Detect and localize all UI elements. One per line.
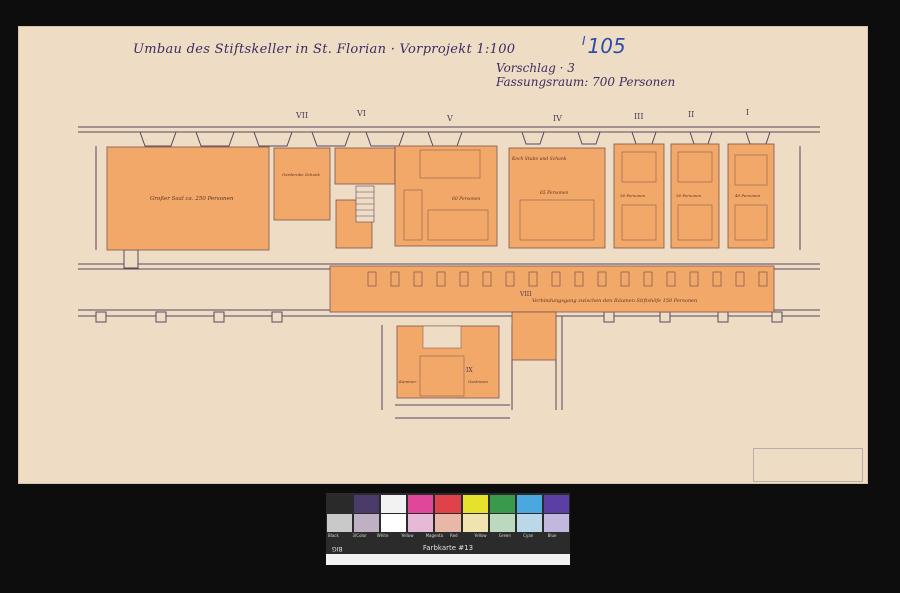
swatch-top-6	[489, 495, 515, 513]
swatch-top-4	[435, 495, 461, 513]
swatch-label-6: Yellow	[474, 533, 487, 538]
drawing-sheet: Umbau des Stiftskeller in St. Florian · …	[18, 26, 868, 484]
room-labels: Großer Saal ca. 250 Personen Garderobe S…	[150, 156, 761, 384]
label-kammer: Kammer	[398, 379, 417, 384]
swatch-label-4: Magenta	[425, 533, 444, 538]
swatch-bottom-5	[462, 514, 488, 532]
room-numerals: VII VI V IV III II I VIII IX	[295, 108, 749, 374]
swatch-bottom-2	[381, 514, 407, 532]
numeral-iv: IV	[553, 114, 562, 123]
swatch-label-0: Black	[328, 533, 339, 538]
label-room-ii: 36 Personen	[676, 193, 702, 198]
chart-title: Farbkarte #13	[422, 544, 474, 552]
swatch-label-1: 3/Color	[352, 533, 367, 538]
numeral-ii: II	[688, 110, 694, 119]
numeral-iii: III	[634, 112, 643, 121]
swatch-bottom-8	[543, 514, 569, 532]
swatch-label-2: White	[376, 533, 389, 538]
numeral-ix: IX	[466, 367, 473, 374]
swatch-label-8: Cyan	[523, 533, 534, 538]
room-ii	[670, 143, 720, 249]
numeral-vi: VI	[356, 109, 366, 118]
swatch-top-0	[327, 495, 353, 513]
inventory-number-prefix: I	[582, 34, 586, 48]
archive-label-box	[753, 448, 863, 482]
piers	[95, 249, 783, 323]
swatch-top-8	[543, 495, 569, 513]
swatch-bottom-6	[489, 514, 515, 532]
swatch-top-2	[381, 495, 407, 513]
label-gastraum: Gastraum	[468, 379, 488, 384]
swatch-top-7	[516, 495, 542, 513]
numeral-vii: VII	[295, 111, 308, 120]
room-stair-annex	[511, 311, 557, 361]
label-room-v: 60 Personen	[452, 196, 480, 202]
swatch-top-1	[354, 495, 380, 513]
drawing-subtitle: Vorschlag · 3 Fassungsraum: 700 Personen	[496, 61, 675, 89]
numeral-i: I	[746, 108, 749, 117]
measurement-ruler	[326, 554, 570, 565]
label-room-iii: 36 Personen	[620, 193, 646, 198]
swatch-bottom-0	[327, 514, 353, 532]
swatch-label-9: Blue	[547, 533, 557, 538]
swatch-label-3: Yellow	[401, 533, 414, 538]
furniture	[403, 149, 768, 397]
window-niches	[139, 131, 771, 147]
room-i	[727, 143, 775, 249]
vorschlag-label: Vorschlag · 3	[496, 61, 575, 75]
swatch-bottom-1	[354, 514, 380, 532]
label-grosser-saal: Großer Saal ca. 250 Personen	[150, 196, 234, 202]
label-room-iv: 65 Personen	[540, 190, 568, 196]
swatch-bottom-3	[408, 514, 434, 532]
label-koch-stube: Koch Stube und Schank	[511, 156, 567, 162]
room-iii	[613, 143, 665, 249]
rooms	[106, 143, 775, 399]
swatch-bottom-7	[516, 514, 542, 532]
room-iv	[508, 147, 606, 249]
label-garderobe: Garderobe Schank	[282, 172, 320, 177]
stair	[355, 185, 375, 223]
label-room-i: 48 Personen	[734, 193, 761, 198]
label-corridor: Verbindungsgang zwischen den Räumen Stif…	[532, 298, 697, 304]
drawing-title: Umbau des Stiftskeller in St. Florian · …	[133, 42, 516, 57]
swatch-top-5	[462, 495, 488, 513]
numeral-v: V	[446, 114, 453, 123]
swatch-top-3	[408, 495, 434, 513]
room-passage	[334, 147, 396, 185]
room-grosser-saal	[106, 146, 270, 251]
swatch-bottom-4	[435, 514, 461, 532]
room-garderobe	[273, 147, 331, 221]
inventory-number-main: 105	[587, 34, 626, 58]
corridor-niches	[367, 271, 768, 287]
swatch-label-7: Green	[498, 533, 511, 538]
color-calibration-chart: Black 3/Color White Yellow Magenta Red Yellow G…	[326, 493, 570, 565]
capacity-label: Fassungsraum: 700 Personen	[496, 75, 676, 89]
swatch-labels: Black 3/Color White Yellow Magenta Red Yellow G…	[326, 533, 570, 543]
swatch-label-5: Red	[450, 533, 458, 538]
room-v	[394, 145, 498, 247]
numeral-viii: VIII	[519, 291, 532, 298]
